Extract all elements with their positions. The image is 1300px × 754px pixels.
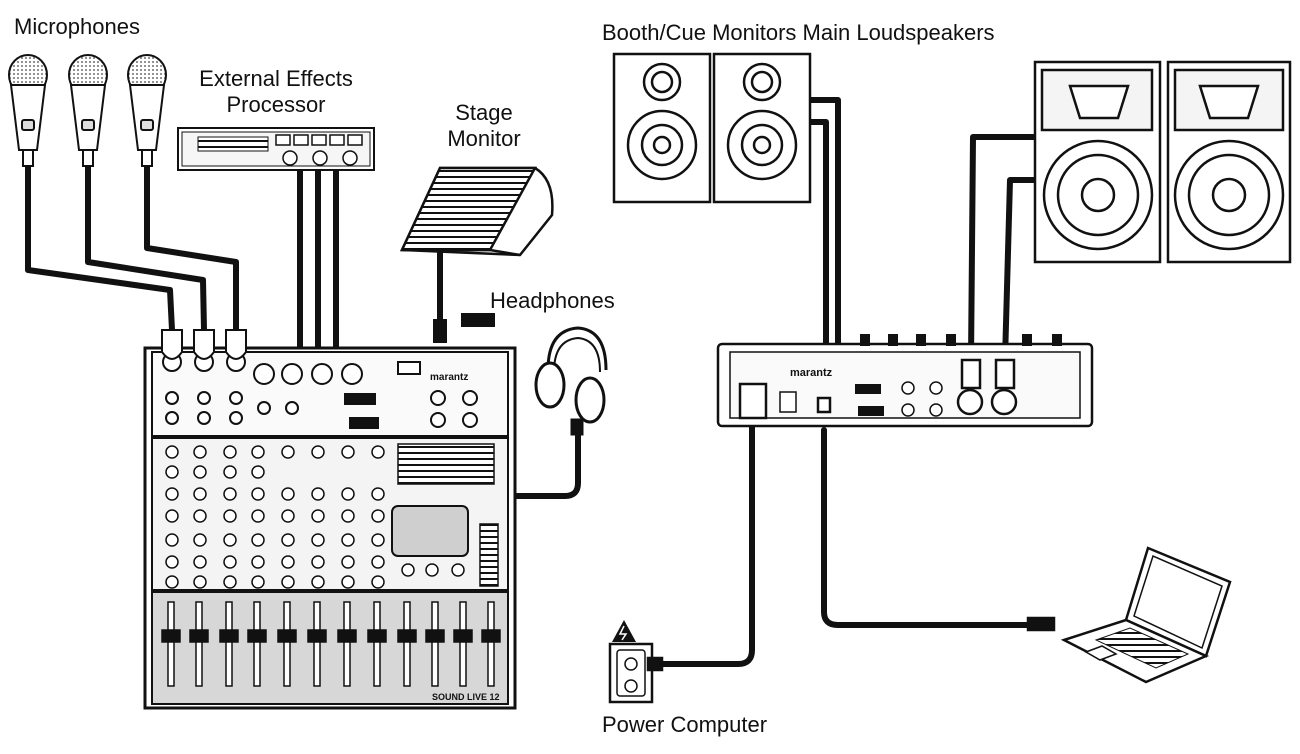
mixer-level-meter xyxy=(479,523,499,587)
main-loudspeaker-left xyxy=(1033,60,1162,264)
effects-display xyxy=(197,136,269,152)
mixer-faders xyxy=(161,601,501,687)
mixer-brand-text: marantz xyxy=(430,372,468,383)
label-external-effects-processor: External Effects Processor xyxy=(199,66,353,117)
power-inlet xyxy=(738,382,768,420)
mic-3-cable xyxy=(144,162,239,333)
mixer-model-text: SOUND LIVE 12 xyxy=(432,692,500,702)
power-cable xyxy=(657,422,755,667)
headphones-cable xyxy=(475,427,581,499)
main-loudspeaker-right xyxy=(1166,60,1292,264)
stage-monitor xyxy=(400,166,554,257)
rear-panel: marantz xyxy=(716,334,1094,428)
booth-monitor-right xyxy=(712,52,812,204)
mixer-display xyxy=(391,505,469,557)
label-microphones: Microphones xyxy=(14,14,140,39)
main-loudspeakers xyxy=(1033,60,1292,264)
usb-port xyxy=(816,396,832,414)
effects-processor xyxy=(177,127,375,171)
usb-cable xyxy=(821,427,1031,628)
mic-1-cable xyxy=(25,162,175,333)
mixer-graphic-eq xyxy=(397,443,495,485)
power-outlet xyxy=(608,620,664,704)
microphone-2 xyxy=(68,54,108,167)
headphones-device xyxy=(534,326,608,436)
label-power-computer: Power Computer xyxy=(602,712,768,737)
main-speaker-cable-1 xyxy=(968,134,1043,363)
warning-triangle-icon xyxy=(612,620,636,642)
microphone-1 xyxy=(8,54,48,167)
rear-panel-brand-text: marantz xyxy=(790,367,833,379)
mixer: marantz SOUND LIVE 12 xyxy=(143,313,517,710)
booth-monitors xyxy=(612,52,812,204)
laptop-computer xyxy=(1026,546,1232,684)
booth-monitor-left xyxy=(612,52,712,204)
mic-2-cable xyxy=(85,162,207,333)
mic-xlr-connectors xyxy=(161,329,247,360)
label-stage-monitor: Stage Monitor xyxy=(447,100,521,151)
label-booth-cue-main: Booth/Cue Monitors Main Loudspeakers xyxy=(602,20,995,45)
label-headphones: Headphones xyxy=(490,288,615,313)
mixer-knobs xyxy=(165,445,465,589)
microphone-3 xyxy=(127,54,167,167)
main-speaker-cable-2 xyxy=(1002,177,1043,363)
microphones-group xyxy=(8,54,167,167)
mixer-input-jacks xyxy=(162,352,478,428)
